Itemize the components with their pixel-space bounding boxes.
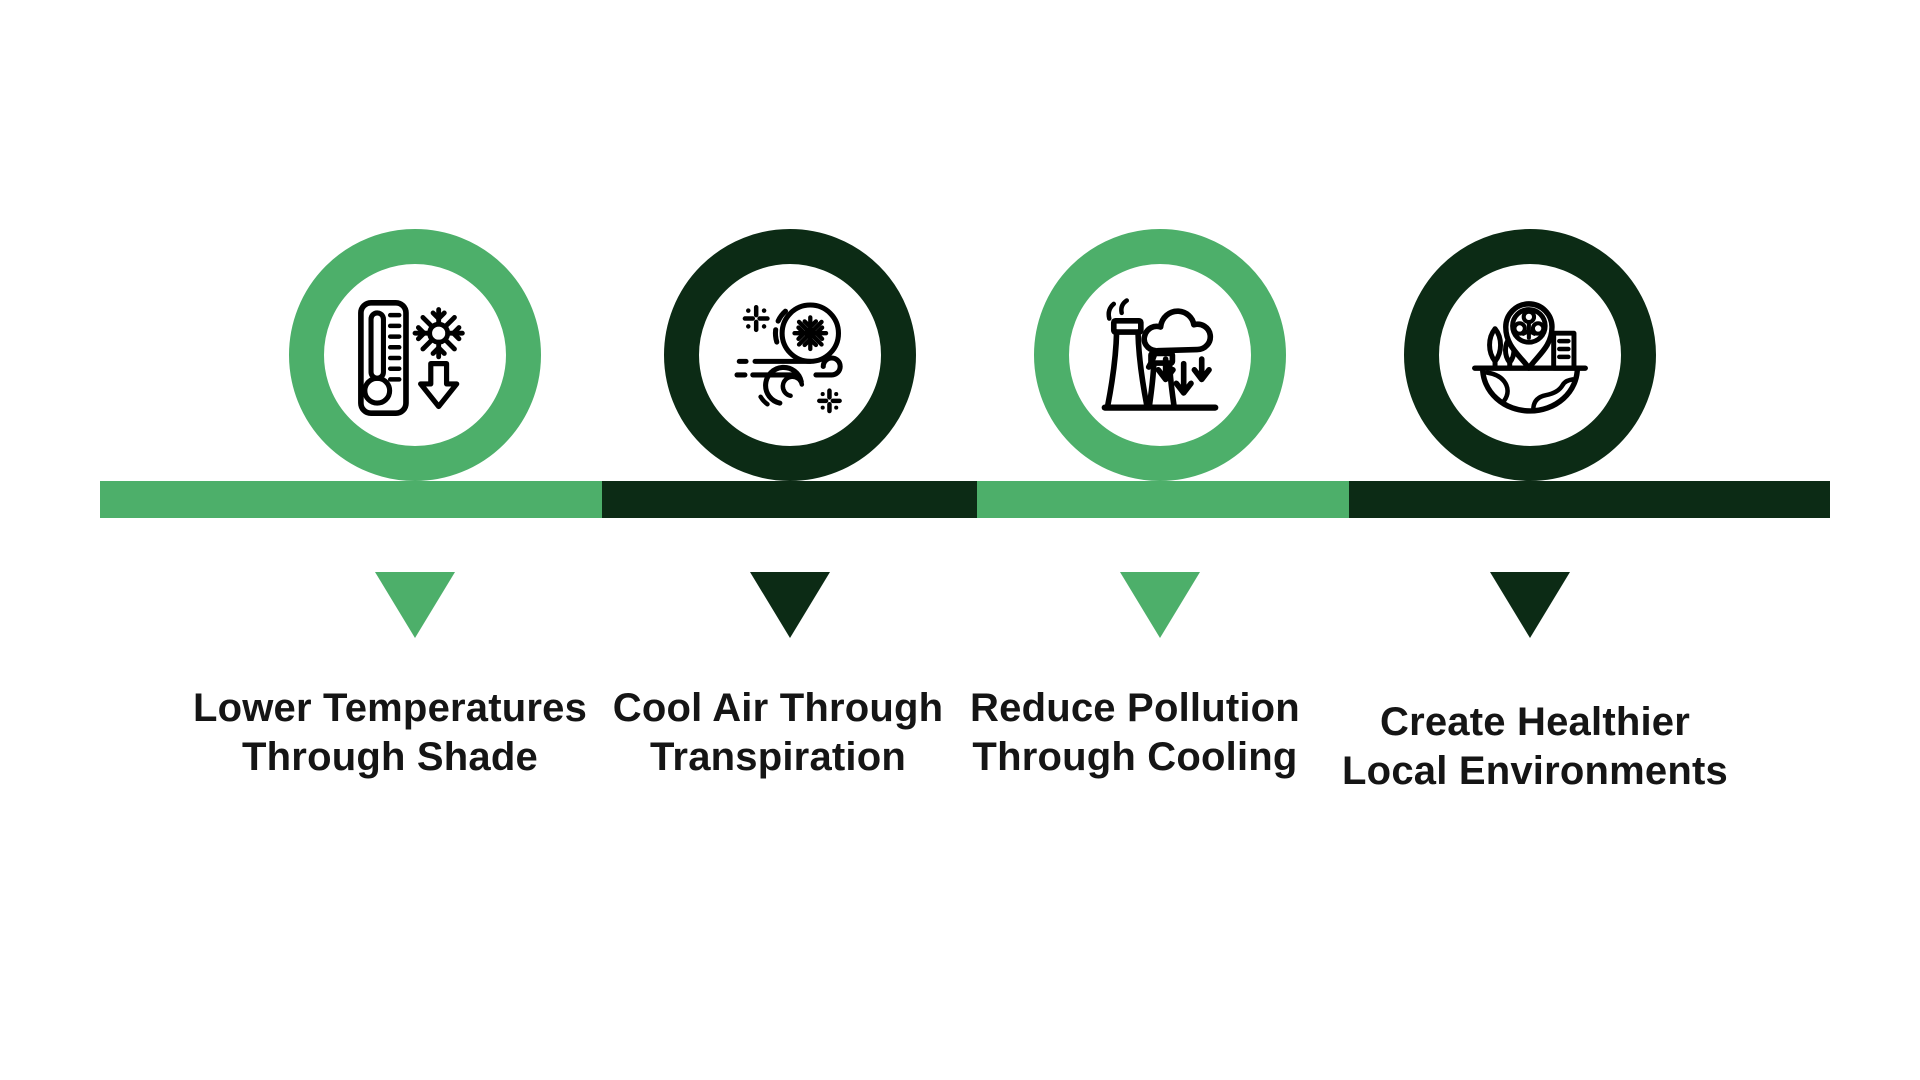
triangle-marker [1490, 572, 1570, 638]
triangle-marker [375, 572, 455, 638]
thermometer-snowflake-icon [353, 296, 477, 420]
timeline-bar-segment-3 [977, 481, 1349, 518]
node-label-line2: Through Shade [242, 735, 538, 779]
node-label-line1: Create Healthier [1380, 700, 1690, 744]
node-label-line1: Lower Temperatures [192, 686, 588, 730]
triangle-marker [750, 572, 830, 638]
node-label-line2: Through Cooling [972, 735, 1298, 779]
node-label-line2: Transpiration [650, 735, 906, 779]
cold-wind-transpiration-icon [728, 296, 852, 420]
node-label: Reduce Pollution Through Cooling [970, 684, 1300, 782]
timeline-bar-segment-4 [1349, 481, 1830, 518]
node-label: Create Healthier Local Environments [1342, 698, 1728, 796]
timeline-bar-segment-2 [602, 481, 977, 518]
earth-location-pin-icon [1468, 296, 1592, 420]
node-label-line2: Local Environments [1342, 749, 1728, 793]
node-label-line1: Reduce Pollution [970, 686, 1300, 730]
timeline-bar-segment-1 [100, 481, 602, 518]
triangle-marker [1120, 572, 1200, 638]
node-label: Lower Temperatures Through Shade [193, 684, 587, 782]
factory-pollution-cloud-icon [1098, 296, 1222, 420]
node-label-line1: Cool Air Through [612, 686, 944, 730]
node-label: Cool Air Through Transpiration [613, 684, 944, 782]
